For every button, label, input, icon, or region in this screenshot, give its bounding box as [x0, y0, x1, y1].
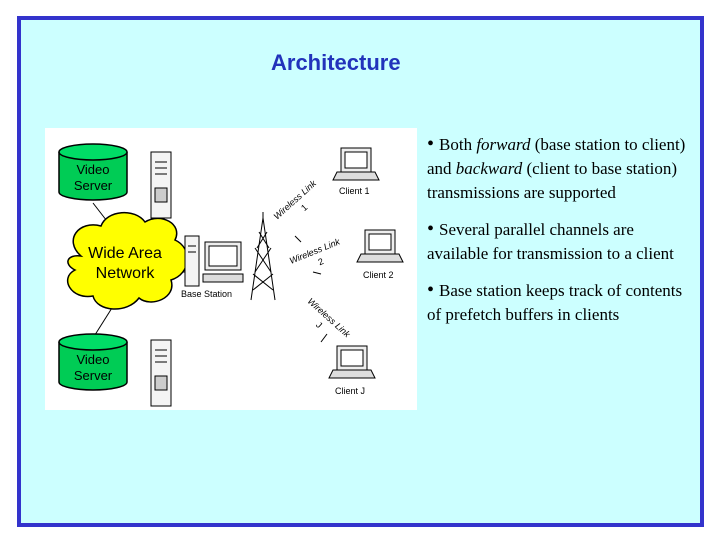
- video-server-2: Video Server: [58, 333, 128, 391]
- bullet-text: backward: [455, 159, 523, 178]
- wireless-arrows: [294, 235, 328, 343]
- wireless-link-j-number: J: [314, 320, 324, 330]
- wireless-link-1-label: Wireless Link: [272, 178, 319, 222]
- network-label-line2: Network: [96, 265, 156, 282]
- bullet-item: • Several parallel channels are availabl…: [427, 217, 697, 266]
- client-2-label: Client 2: [363, 270, 394, 280]
- client-1-laptop-icon: Client 1: [332, 147, 380, 196]
- bullet-item: • Base station keeps track of contents o…: [427, 278, 697, 327]
- base-station-computer-icon: Base Station: [181, 235, 244, 299]
- bullet-dot: •: [427, 218, 440, 240]
- server2-label-line1: Video: [76, 352, 109, 367]
- bullet-text: (base station to client) and: [427, 135, 686, 178]
- wireless-link-j-label: Wireless Link: [306, 296, 353, 340]
- slide-title: Architecture: [271, 50, 401, 75]
- architecture-diagram: Video Server Wide Area Network: [45, 128, 417, 410]
- client-2-laptop-icon: Client 2: [356, 229, 404, 280]
- server2-label-line2: Server: [74, 368, 113, 383]
- wireless-link-2: Wireless Link 2: [288, 236, 342, 267]
- bullet-text: Several parallel channels are available …: [427, 220, 674, 263]
- client-1-label: Client 1: [339, 186, 370, 196]
- bullet-text: (client to base station) transmissions a…: [427, 159, 678, 202]
- bullet-item: • Both forward (base station to client) …: [427, 132, 697, 205]
- antenna-tower-icon: [250, 212, 276, 301]
- bullet-dot: •: [427, 133, 440, 155]
- wireless-link-2-label: Wireless Link: [288, 236, 342, 265]
- client-j-label: Client J: [335, 386, 365, 396]
- network-label-line1: Wide Area: [88, 245, 162, 262]
- bullet-dot: •: [427, 279, 440, 301]
- wide-area-network-cloud: Wide Area Network: [66, 212, 189, 310]
- server-tower-2-icon: [150, 339, 172, 407]
- wireless-link-2-number: 2: [317, 256, 325, 267]
- bullet-text: Both: [439, 135, 477, 154]
- server1-label-line2: Server: [74, 178, 113, 193]
- server-tower-1-icon: [150, 151, 172, 219]
- bullet-text: Base station keeps track of contents of …: [427, 281, 683, 324]
- wireless-link-j: Wireless Link J: [306, 296, 353, 340]
- bullet-list: • Both forward (base station to client) …: [427, 132, 697, 339]
- wireless-link-1: Wireless Link 1: [272, 178, 319, 222]
- bullet-text: forward: [476, 135, 531, 154]
- server1-label-line1: Video: [76, 162, 109, 177]
- client-j-laptop-icon: Client J: [328, 345, 376, 396]
- wireless-link-1-number: 1: [299, 202, 309, 213]
- slide: Architecture Video Server: [17, 16, 704, 527]
- video-server-1: Video Server: [58, 143, 128, 201]
- base-station-label: Base Station: [181, 289, 232, 299]
